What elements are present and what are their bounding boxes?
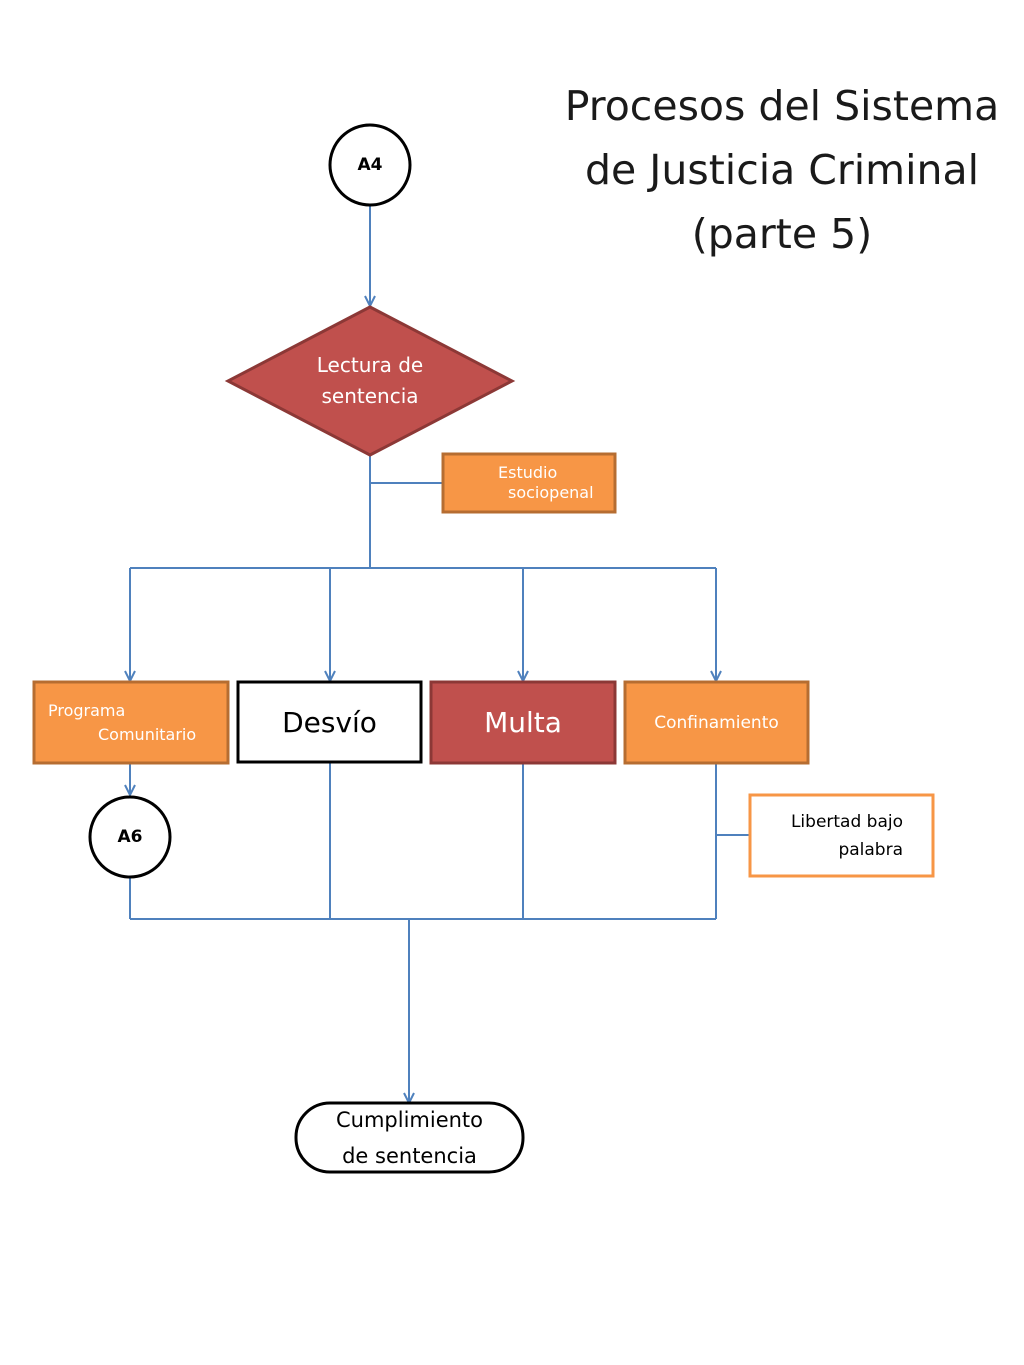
programa-comunitario-box (32, 680, 230, 765)
confinamiento-label: Confinamiento (625, 682, 808, 763)
confinamiento-text: Confinamiento (654, 712, 779, 733)
libertad-line-2: palabra (838, 839, 903, 860)
multa-box (429, 680, 617, 765)
desvio-text: Desvío (282, 705, 377, 739)
estudio-sociopenal-box (441, 452, 617, 514)
page-title-line-2: de Justicia Criminal (585, 146, 979, 194)
libertad-line-1: Libertad bajo (790, 811, 903, 832)
lectura-line-1: Lectura de (316, 353, 424, 377)
multa-text: Multa (484, 706, 562, 739)
multa-label: Multa (431, 682, 615, 763)
confinamiento-box (623, 680, 810, 765)
a6-text: A6 (117, 827, 143, 847)
connector-node-a6 (88, 795, 172, 879)
programa-label: Programa Comunitario (34, 682, 228, 763)
libertad-label: Libertad bajo palabra (750, 795, 933, 876)
page-title-line-1: Procesos del Sistema (564, 82, 1000, 130)
estudio-line-1: Estudio (498, 463, 558, 482)
desvio-box (236, 680, 423, 764)
cumplimiento-line-1: Cumplimiento (335, 1107, 484, 1132)
a6-label: A6 (90, 797, 170, 877)
terminator-cumplimiento (294, 1101, 525, 1174)
lectura-line-2: sentencia (321, 384, 419, 408)
page-title-line-3: (parte 5) (691, 210, 873, 258)
programa-line-2: Comunitario (98, 724, 197, 744)
libertad-bajo-palabra-box (748, 793, 935, 878)
lectura-label: Lectura de sentencia (270, 345, 470, 417)
cumplimiento-line-2: de sentencia (342, 1143, 477, 1168)
cumplimiento-label: Cumplimiento de sentencia (296, 1101, 523, 1174)
decision-lectura-de-sentencia (224, 305, 516, 457)
programa-line-1: Programa (48, 700, 126, 720)
estudio-line-2: sociopenal (508, 483, 594, 502)
desvio-label: Desvío (238, 682, 421, 762)
a4-text: A4 (357, 155, 383, 175)
estudio-label: Estudio sociopenal (443, 454, 615, 512)
connectors (130, 205, 750, 1103)
connector-node-a4 (328, 123, 412, 207)
a4-label: A4 (330, 125, 410, 205)
